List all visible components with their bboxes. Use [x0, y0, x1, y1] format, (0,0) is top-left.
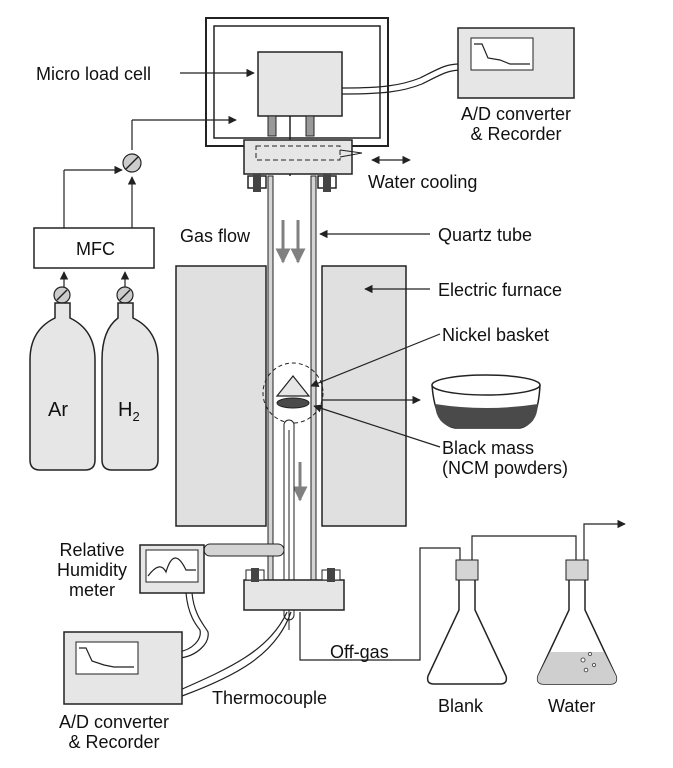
- water-flask: [536, 559, 618, 685]
- rh-meter: [139, 544, 205, 594]
- ad-converter-bottom-line2: & Recorder: [68, 732, 160, 752]
- water-label: Water: [548, 696, 596, 716]
- ad-converter-top: [457, 27, 575, 99]
- nickel-basket: [262, 362, 324, 424]
- hydrogen-cylinder: [101, 302, 159, 471]
- hydrogen-label-sub: 2: [132, 409, 140, 424]
- cylinder-regulators: [53, 286, 134, 304]
- electric-furnace-left: [175, 265, 267, 527]
- ad-converter-top-line1: A/D converter: [460, 104, 572, 124]
- nickel-basket-label: Nickel basket: [442, 325, 550, 345]
- bottom-flange: [243, 568, 345, 611]
- rh-line1: Relative: [59, 540, 125, 560]
- off-gas-label: Off-gas: [330, 642, 389, 662]
- mfc-label: MFC: [76, 239, 115, 259]
- rh-meter-label: Relative Humidity meter: [44, 540, 140, 600]
- black-mass-line1: Black mass: [442, 438, 535, 458]
- argon-label: Ar: [48, 399, 68, 421]
- hydrogen-label-base: H: [118, 399, 133, 421]
- gas-flow-label: Gas flow: [180, 226, 251, 246]
- electric-furnace-label: Electric furnace: [438, 280, 563, 300]
- ad-converter-top-label: A/D converter & Recorder: [446, 104, 586, 144]
- ad-converter-bottom: [63, 631, 183, 705]
- mfc-box: [33, 227, 155, 269]
- rh-line2: Humidity: [56, 560, 127, 580]
- ad-converter-bottom-line1: A/D converter: [58, 712, 170, 732]
- rh-probe: [203, 543, 285, 557]
- ad-converter-top-line2: & Recorder: [470, 124, 562, 144]
- gas-flow-arrows: [275, 220, 308, 502]
- top-flange: [247, 174, 337, 192]
- water-cooling-label: Water cooling: [368, 172, 478, 192]
- black-mass-crucible: [431, 374, 541, 429]
- argon-cylinder: [29, 302, 96, 471]
- hydrogen-label: H2: [118, 400, 140, 427]
- balance-housing: [205, 17, 389, 147]
- ad-converter-bottom-label: A/D converter & Recorder: [44, 712, 184, 752]
- black-mass-label: Black mass (NCM powders): [442, 438, 568, 478]
- gas-lines: [63, 115, 237, 228]
- rh-line3: meter: [68, 580, 115, 600]
- quartz-tube-label: Quartz tube: [438, 225, 533, 245]
- micro-load-cell-label: Micro load cell: [36, 64, 152, 84]
- micro-load-cell: [257, 51, 343, 117]
- black-mass-line2: (NCM powders): [442, 458, 569, 478]
- blank-label: Blank: [438, 696, 484, 716]
- thermocouple-label: Thermocouple: [212, 688, 328, 708]
- blank-flask: [426, 559, 508, 685]
- water-cooling-jacket: [243, 139, 411, 175]
- electric-furnace-right: [321, 265, 407, 527]
